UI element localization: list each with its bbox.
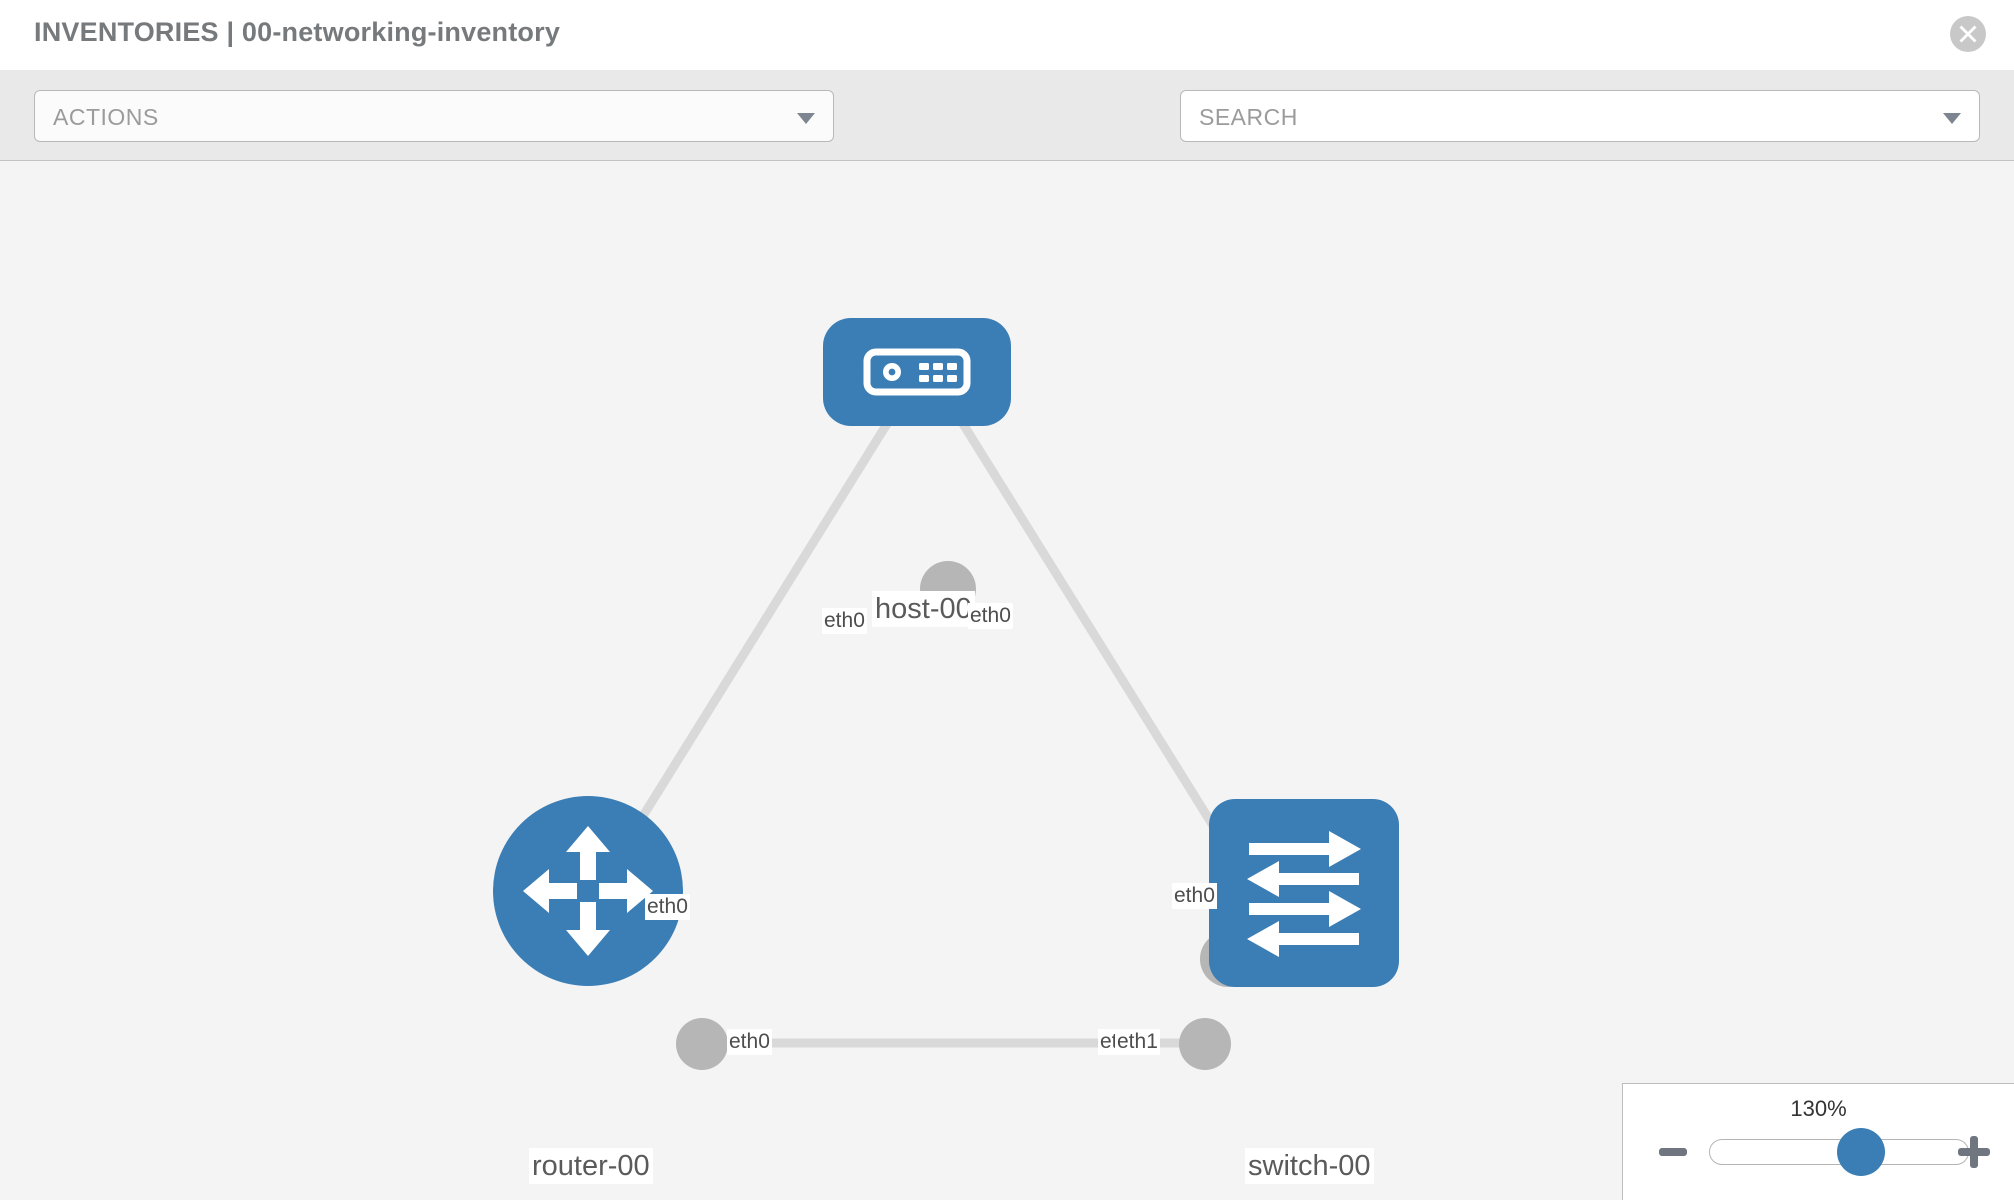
topology-canvas[interactable]: host-00 router-00 switch-00 eth0 eth0 et… — [0, 161, 2014, 1200]
link-host-router — [610, 406, 900, 866]
zoom-slider-thumb[interactable] — [1837, 1128, 1885, 1176]
port-switch-left — [1179, 1018, 1231, 1070]
zoom-level-value: 130% — [1790, 1096, 1847, 1121]
page-header: INVENTORIES | 00-networking-inventory — [0, 0, 2014, 71]
node-switch-00[interactable] — [1209, 799, 1399, 987]
edge-label-switch-up: eth0 — [1172, 883, 1217, 909]
toolbar: ACTIONS SEARCH — [0, 70, 2014, 199]
node-label-router-00: router-00 — [529, 1148, 653, 1184]
actions-dropdown-label: ACTIONS — [53, 104, 159, 130]
search-placeholder: SEARCH — [1199, 104, 1298, 130]
link-host-switch — [950, 406, 1240, 866]
chevron-down-icon — [797, 113, 815, 124]
edge-label-host-right: eth0 — [968, 603, 1013, 629]
page-title: INVENTORIES | 00-networking-inventory — [34, 17, 561, 47]
topology-graph: host-00 router-00 switch-00 eth0 eth0 et… — [0, 161, 2014, 1200]
edge-label-host-left: eth0 — [822, 608, 867, 634]
node-router-00[interactable] — [493, 796, 683, 986]
close-icon[interactable] — [1950, 16, 1986, 52]
search-input[interactable]: SEARCH — [1180, 90, 1980, 142]
node-label-host-00: host-00 — [872, 591, 975, 627]
node-label-switch-00: switch-00 — [1245, 1148, 1374, 1184]
edge-label-router-up: eth0 — [645, 894, 690, 920]
zoom-in-button[interactable] — [1958, 1136, 1990, 1168]
zoom-control-panel: 130% — [1622, 1083, 2014, 1200]
chevron-down-icon — [1943, 113, 1961, 124]
zoom-out-button[interactable] — [1659, 1148, 1687, 1156]
node-host-00[interactable] — [823, 318, 1011, 426]
actions-dropdown[interactable]: ACTIONS — [34, 90, 834, 142]
edge-label-switch-left: eth1 — [1115, 1029, 1160, 1055]
edge-label-router-right: eth0 — [727, 1029, 772, 1055]
port-router-right — [676, 1018, 728, 1070]
